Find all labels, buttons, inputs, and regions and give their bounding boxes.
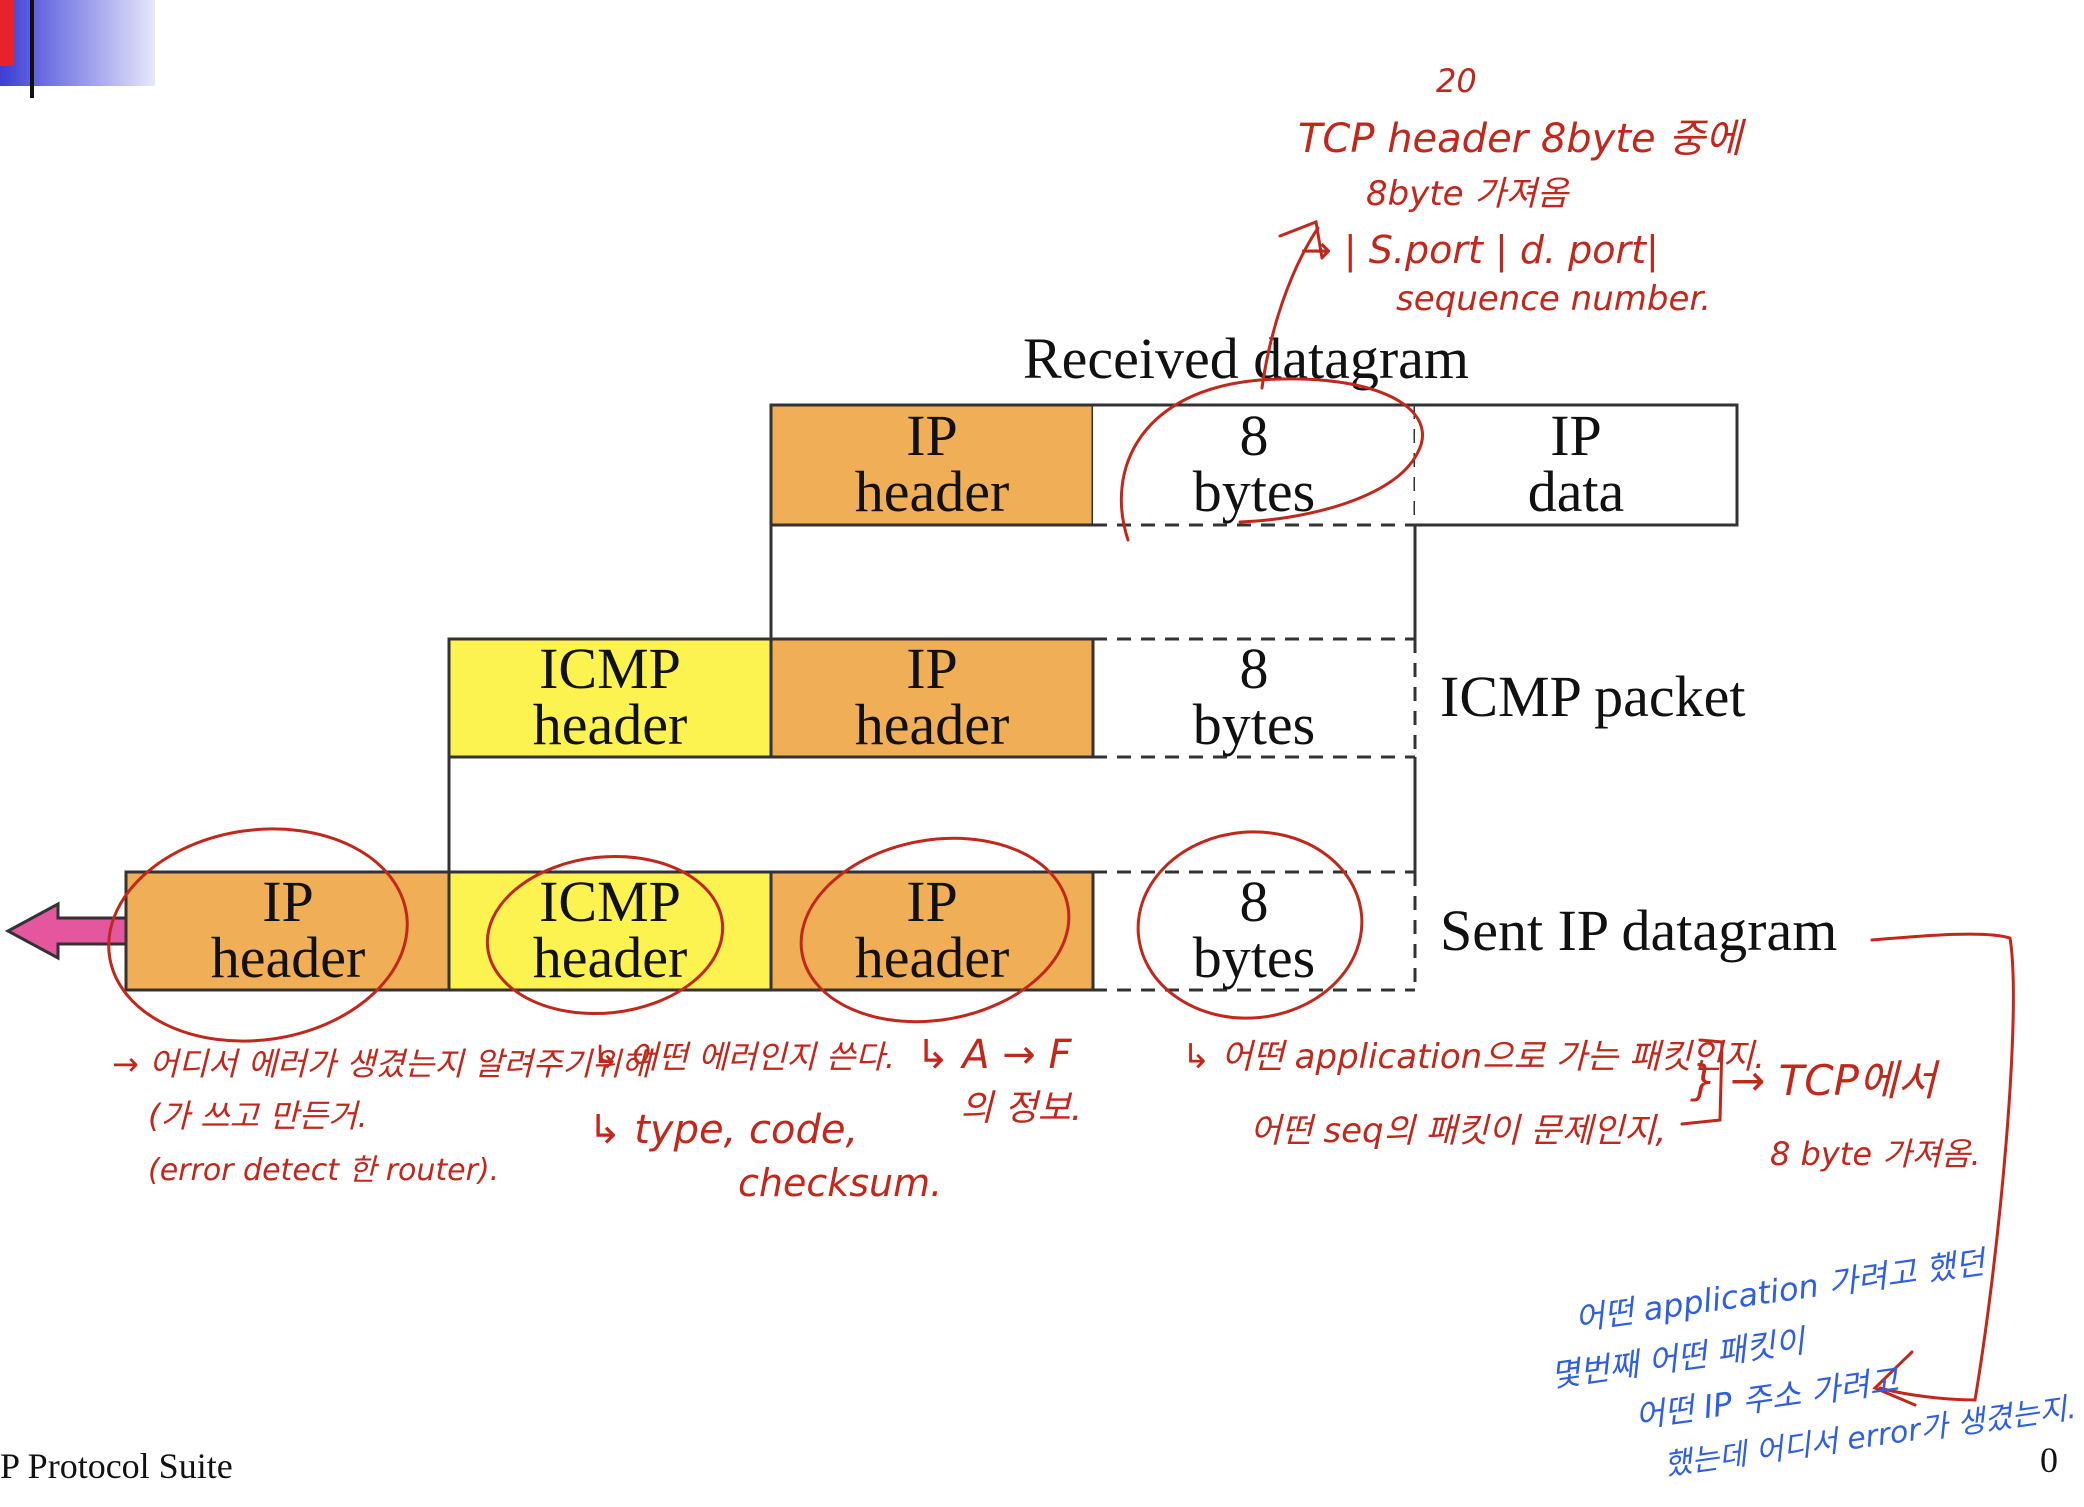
- brace-bytes-note: [1680, 1038, 1724, 1126]
- icmp-packet-eight-bytes-line2: bytes: [1193, 692, 1315, 757]
- corner-red-bar: [0, 0, 14, 66]
- sent-inner-ip-header-line1: IP: [906, 869, 958, 934]
- corner-gradient: [0, 0, 155, 86]
- icmp-packet-row: ICMP header IP header 8 bytes ICMP packe…: [447, 636, 1746, 759]
- circle-inner-ip-header: [799, 836, 1071, 1024]
- received-eight-bytes-line1: 8: [1240, 403, 1269, 468]
- blue-summary-note: 어떤 application 가려고 했던 몇번째 어떤 패킷이 어떤 IP 주…: [1548, 1243, 2078, 1484]
- outer-ip-header-note: → 어디서 에러가 생겼는지 알려주기위해 (가 쓰고 만든거. (error …: [112, 1045, 654, 1188]
- sent-outer-ip-header-box: [124, 870, 451, 992]
- received-ip-header-line1: IP: [906, 403, 958, 468]
- circle-icmp-header: [485, 854, 725, 1016]
- outer-ip-note-line3: (error detect 한 router).: [148, 1153, 499, 1188]
- bytes-note-line1: ↳ 어떤 application으로 가는 패킷인지.: [1182, 1037, 1765, 1077]
- row-connectors: [447, 525, 1417, 872]
- tcp-note-line4: → | S.port | d. port|: [1300, 228, 1659, 273]
- tcp-header-note: 20 TCP header 8byte 중에 8byte 가져옴 → | S.p…: [1298, 62, 1747, 319]
- inner-ip-note-line1: ↳ A → F: [916, 1032, 1073, 1078]
- sent-eight-bytes-line1: 8: [1240, 869, 1269, 934]
- sent-icmp-header-box: [447, 870, 773, 992]
- slide-corner-decoration: [0, 0, 155, 98]
- pointer-to-tcp-note: [1260, 226, 1320, 390]
- icmp-packet-label: ICMP packet: [1440, 664, 1746, 729]
- footer-page-number: 0: [2040, 1440, 2058, 1480]
- pointer-to-blue-note: [1870, 932, 2015, 1402]
- sent-outer-ip-header-line1: IP: [262, 869, 314, 934]
- circle-outer-ip-header: [107, 827, 409, 1043]
- icmp-note-line3: checksum.: [738, 1161, 942, 1205]
- sent-inner-ip-header-line2: header: [855, 925, 1010, 990]
- eight-bytes-note: ↳ 어떤 application으로 가는 패킷인지. 어떤 seq의 패킷이 …: [1182, 1037, 1981, 1173]
- tcp-note-line2: TCP header 8byte 중에: [1298, 116, 1747, 162]
- sent-icmp-header-line1: ICMP: [539, 869, 681, 934]
- icmp-packet-ip-header-line2: header: [855, 692, 1010, 757]
- sent-inner-ip-header-box: [769, 870, 1095, 992]
- received-eight-bytes-line2: bytes: [1193, 459, 1315, 524]
- received-ip-data-box: [1415, 405, 1737, 525]
- icmp-packet-ip-header-line1: IP: [906, 636, 958, 701]
- icmp-packet-ip-header-box: [769, 637, 1095, 759]
- circle-received-bytes: [1119, 377, 1424, 542]
- outer-ip-note-line1: → 어디서 에러가 생겼는지 알려주기위해: [112, 1045, 654, 1083]
- icmp-note-line2: ↳ type, code,: [588, 1107, 858, 1153]
- icmp-header-note: ↳ 어떤 에러인지 쓴다. ↳ type, code, checksum.: [588, 1038, 942, 1205]
- received-ip-header-box: [769, 403, 1095, 527]
- icmp-note-line1: ↳ 어떤 에러인지 쓴다.: [592, 1038, 895, 1076]
- sent-eight-bytes-box: [1093, 870, 1417, 992]
- icmp-packet-icmp-header-line2: header: [533, 692, 688, 757]
- received-datagram-row: Received datagram IP header 8 bytes IP d…: [769, 326, 1739, 527]
- bytes-note-line2: 어떤 seq의 패킷이 문제인지,: [1250, 1111, 1666, 1151]
- inner-ip-header-note: ↳ A → F 의 정보.: [916, 1032, 1082, 1129]
- tcp-note-line3: 8byte 가져옴: [1366, 174, 1570, 214]
- received-ip-data-line2: data: [1528, 459, 1625, 524]
- icmp-packet-eight-bytes-line1: 8: [1240, 636, 1269, 701]
- corner-black-line: [30, 0, 34, 98]
- tcp-note-line5: sequence number.: [1396, 279, 1711, 319]
- inner-ip-note-line2: 의 정보.: [960, 1088, 1082, 1129]
- sent-eight-bytes-line2: bytes: [1193, 925, 1315, 990]
- footer-suite-title: P Protocol Suite: [0, 1446, 233, 1486]
- tcp-note-line1: 20: [1436, 62, 1477, 100]
- sent-datagram-row: IP header ICMP header IP header 8 bytes …: [4, 869, 1837, 992]
- bytes-note-line3: } → TCP에서: [1690, 1056, 1941, 1105]
- red-ink-strokes: [107, 219, 2015, 1407]
- icmp-packet-eight-bytes-box: [1093, 637, 1417, 759]
- circle-sent-bytes: [1136, 830, 1364, 1020]
- outgoing-arrow-icon: [4, 901, 128, 961]
- bytes-note-line4: 8 byte 가져옴.: [1770, 1135, 1981, 1173]
- received-eight-bytes-box: [1093, 405, 1415, 525]
- outer-ip-note-line2: (가 쓰고 만든거.: [148, 1097, 368, 1135]
- received-ip-header-line2: header: [855, 459, 1010, 524]
- received-ip-data-line1: IP: [1550, 403, 1602, 468]
- sent-datagram-label: Sent IP datagram: [1440, 898, 1837, 963]
- icmp-packet-icmp-header-line1: ICMP: [539, 636, 681, 701]
- sent-outer-ip-header-line2: header: [211, 925, 366, 990]
- icmp-packet-icmp-header-box: [447, 637, 773, 759]
- sent-icmp-header-line2: header: [533, 925, 688, 990]
